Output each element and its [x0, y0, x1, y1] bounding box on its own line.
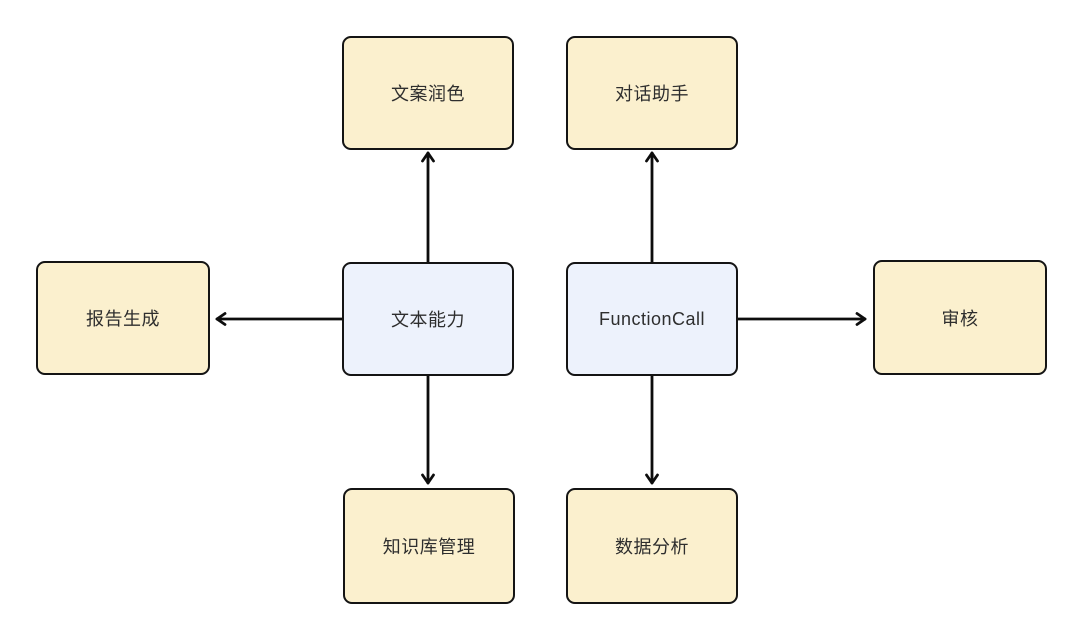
node-copywriting-label: 文案润色: [391, 84, 465, 104]
node-function-call-label: FunctionCall: [598, 308, 706, 329]
node-text-capability-label: 文本能力: [391, 310, 465, 330]
node-report-generation-label: 报告生成: [86, 309, 160, 329]
node-report-generation[interactable]: 报告生成: [36, 261, 210, 375]
node-text-capability[interactable]: 文本能力: [342, 262, 514, 376]
node-data-analysis-label: 数据分析: [615, 537, 689, 557]
node-chat-assistant-label: 对话助手: [615, 84, 689, 104]
node-knowledge-base-management-label: 知识库管理: [382, 537, 476, 557]
node-function-call[interactable]: FunctionCall: [566, 262, 738, 376]
node-review-label: 审核: [941, 308, 979, 329]
node-knowledge-base-management[interactable]: 知识库管理: [343, 488, 515, 604]
node-data-analysis[interactable]: 数据分析: [566, 488, 738, 604]
node-chat-assistant[interactable]: 对话助手: [566, 36, 738, 150]
node-review[interactable]: 审核: [873, 260, 1047, 375]
node-copywriting[interactable]: 文案润色: [342, 36, 514, 150]
